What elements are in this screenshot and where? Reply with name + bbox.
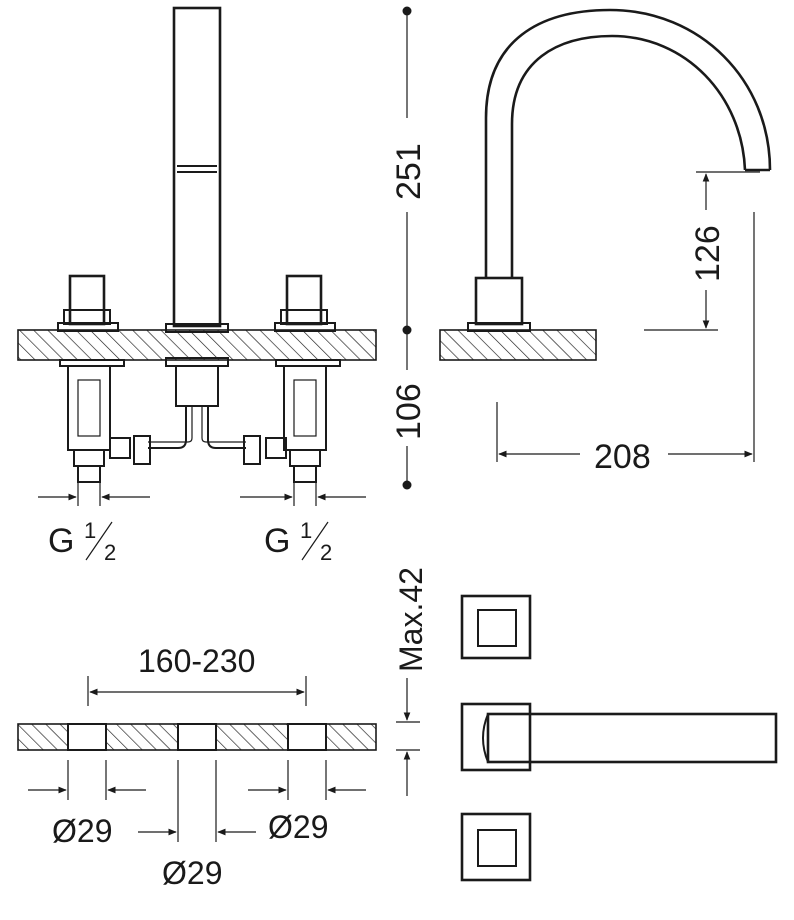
- deck-section-side: [439, 329, 597, 361]
- deck-section-front: [17, 329, 377, 361]
- dim-126: 126: [689, 225, 727, 282]
- front-view: G 1 2 G 1 2: [17, 6, 377, 565]
- spout: [467, 8, 772, 332]
- center-valve-body: [133, 357, 261, 465]
- right-handle: [274, 274, 336, 332]
- top-view-handle-upper: [460, 594, 532, 660]
- dim-208-group: 208: [496, 212, 755, 476]
- dim-251: 251: [390, 143, 428, 200]
- side-view: 126 208: [439, 8, 772, 476]
- left-handle: [57, 274, 119, 332]
- dim-hole-center: Ø29: [162, 855, 222, 891]
- hole-pattern-view: 160-230 Ø29 Ø29 Ø29: [17, 643, 377, 891]
- left-valve-body: [59, 359, 131, 483]
- connection-label-left-num: 1: [84, 518, 96, 543]
- dim-hole-right: Ø29: [268, 809, 328, 845]
- right-valve-body: [265, 359, 341, 483]
- vertical-dimension-chain: 251 106: [390, 6, 428, 490]
- connection-label-left-letter: G: [48, 522, 74, 560]
- top-view-spout: [460, 702, 778, 772]
- dim-208: 208: [594, 438, 651, 476]
- dim-126-group: 126: [644, 171, 760, 331]
- top-view-handle-lower: [460, 812, 532, 882]
- dim-106: 106: [390, 383, 428, 440]
- hand-shower: [165, 6, 229, 333]
- connection-dim-left: G 1 2: [38, 482, 150, 565]
- connection-dim-right: G 1 2: [240, 482, 366, 565]
- connection-label-right-num: 1: [300, 518, 312, 543]
- deck-thickness-dim: Max.42: [393, 567, 429, 796]
- connection-label-right-den: 2: [320, 540, 332, 565]
- dim-max-42: Max.42: [393, 567, 429, 672]
- connection-label-right-letter: G: [264, 522, 290, 560]
- dim-spread: 160-230: [138, 643, 255, 679]
- connection-label-left-den: 2: [104, 540, 116, 565]
- dim-hole-left: Ø29: [52, 813, 112, 849]
- top-view: [460, 594, 778, 882]
